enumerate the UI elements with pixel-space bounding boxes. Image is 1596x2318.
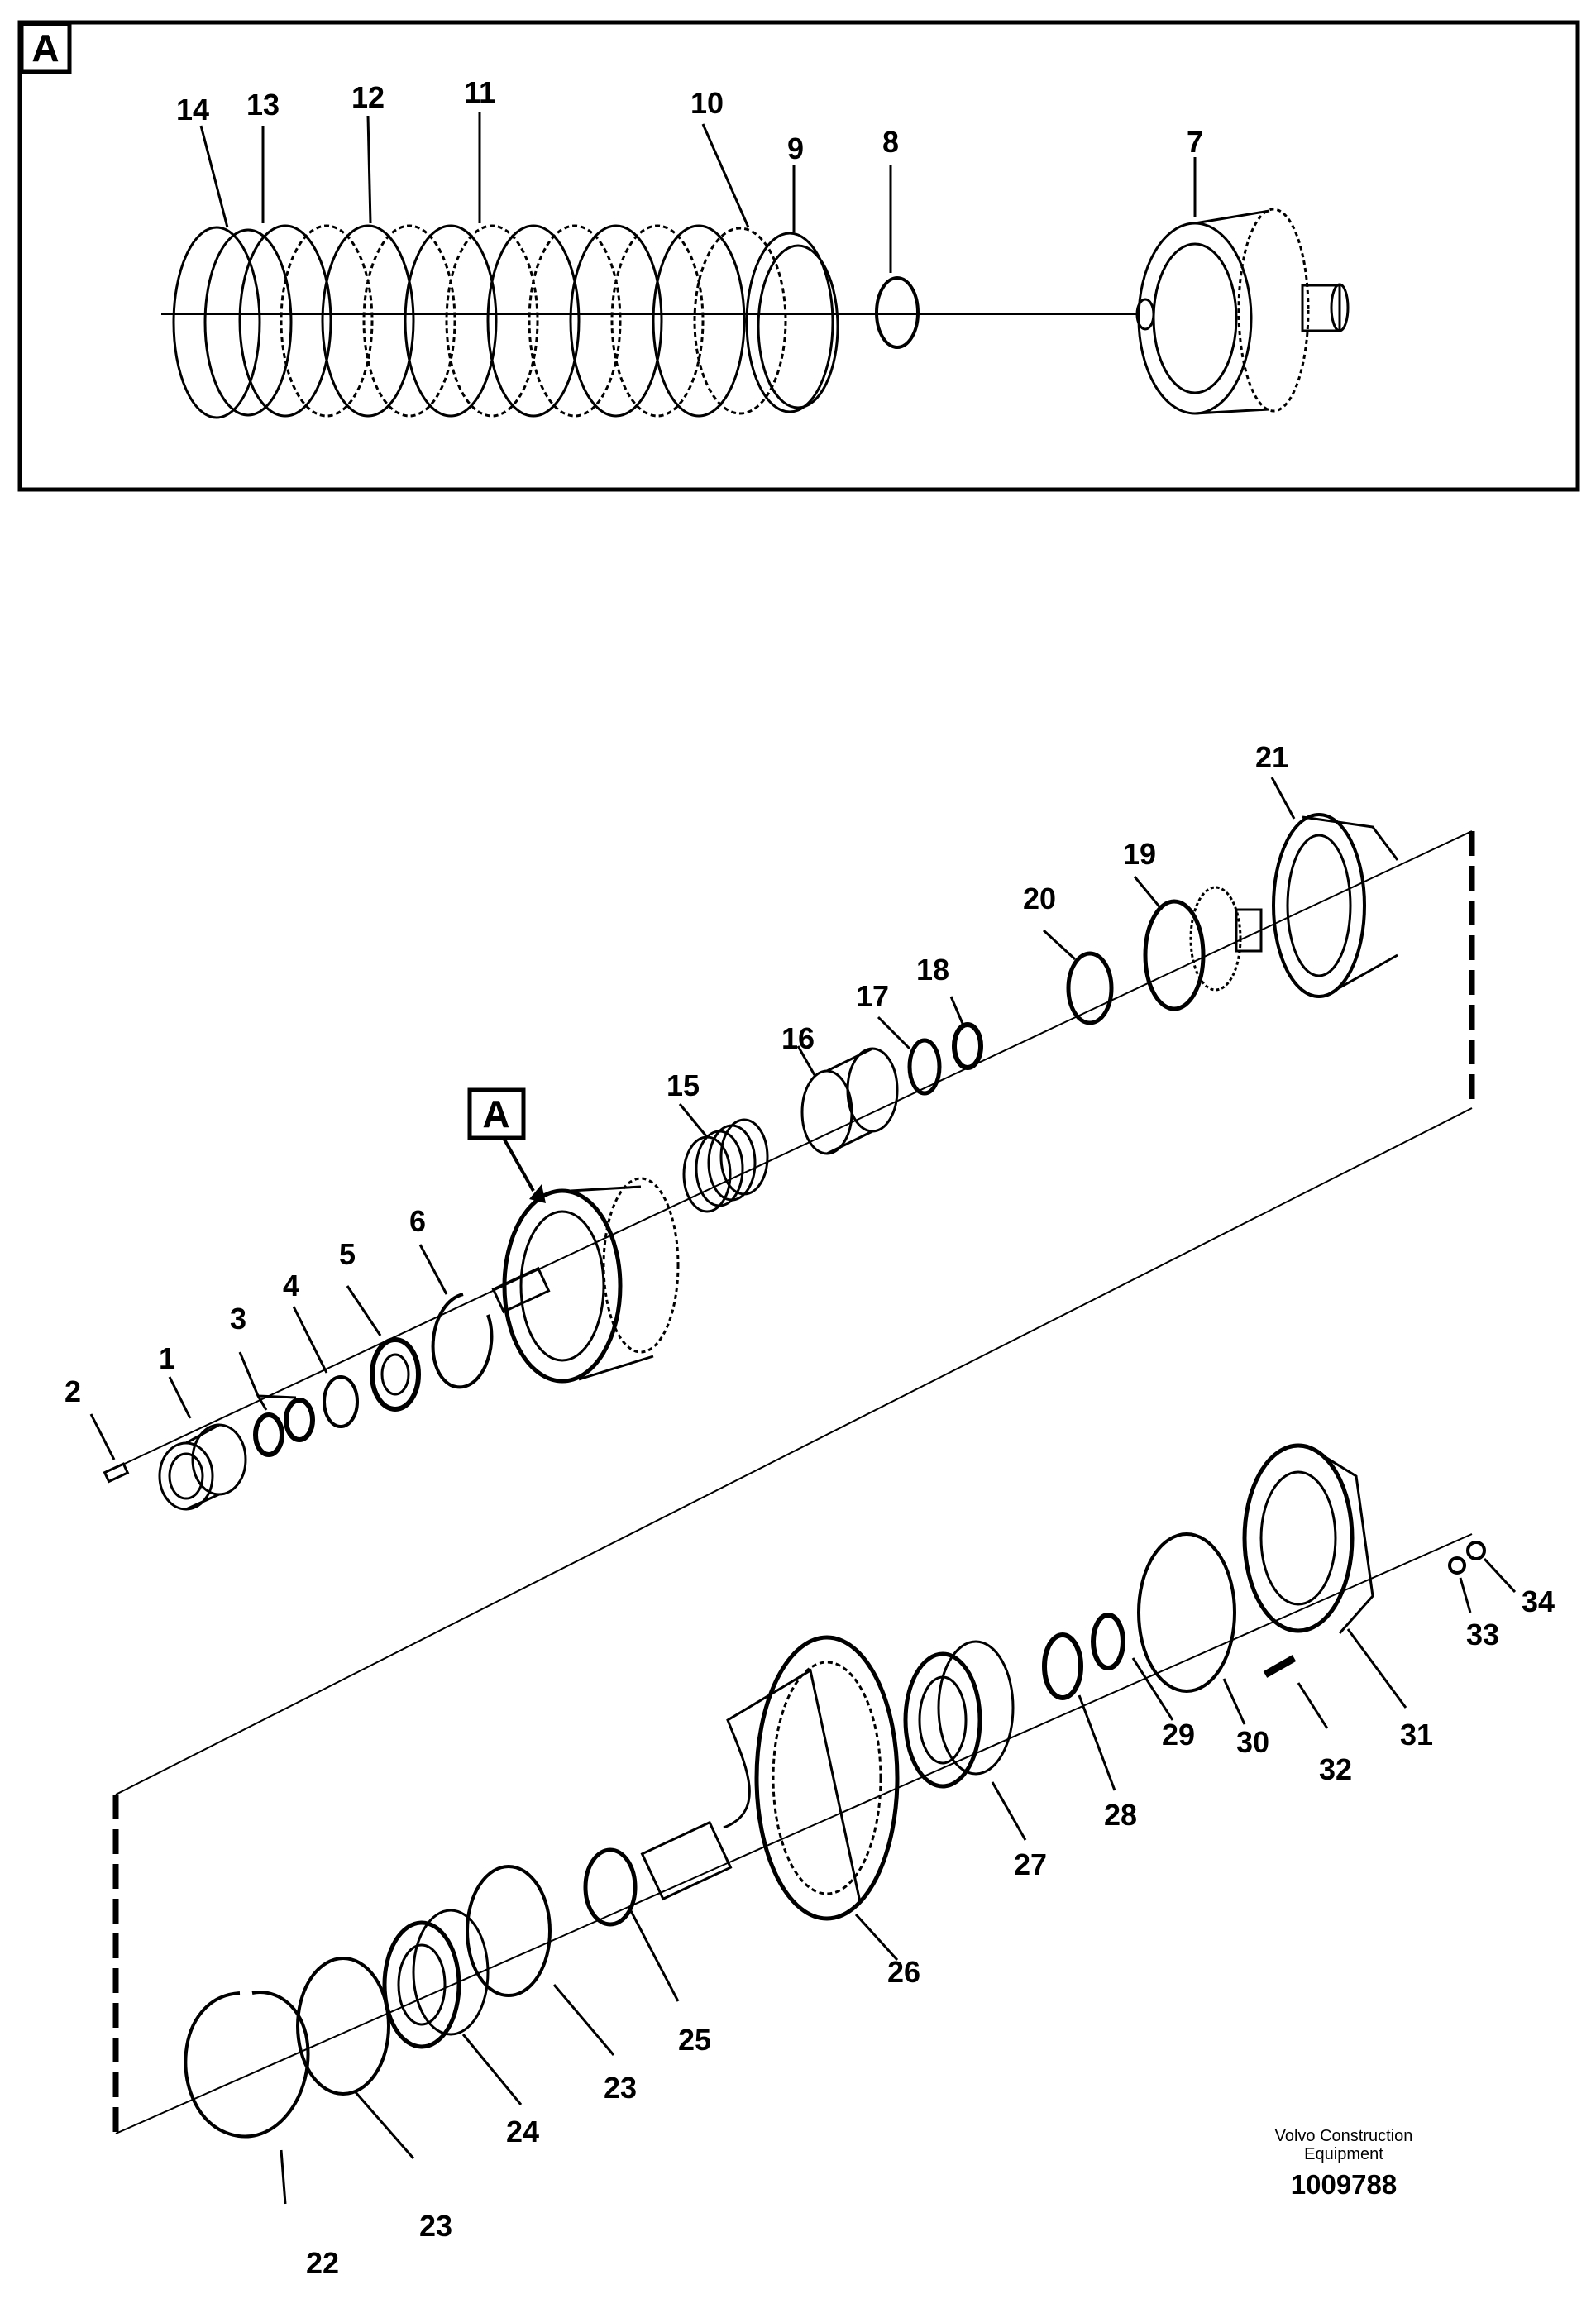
detail-a-label: A — [31, 26, 60, 69]
part-number-26: 26 — [886, 1955, 921, 1989]
sleeve-16 — [800, 1047, 899, 1155]
pin-2 — [103, 1462, 130, 1484]
part-number-8: 8 — [882, 125, 900, 159]
clutch-drum-7 — [1135, 208, 1350, 415]
part-number-19: 19 — [1122, 837, 1157, 871]
clutch-disc-pack — [172, 224, 839, 419]
part-number-32: 32 — [1318, 1752, 1353, 1786]
ring-25 — [583, 1847, 638, 1927]
ring-23b — [466, 1865, 552, 1997]
part-number-27: 27 — [1013, 1847, 1048, 1881]
part-number-1: 1 — [158, 1341, 176, 1375]
main-axis-lower — [115, 1533, 1473, 2134]
part-number-2: 2 — [64, 1374, 82, 1408]
snap-ring-22 — [184, 1991, 310, 2139]
ring-29 — [1091, 1613, 1125, 1670]
part-number-7: 7 — [1186, 125, 1204, 159]
connector-diagonal — [115, 1107, 1473, 1795]
part-number-5: 5 — [338, 1237, 356, 1271]
part-number-28: 28 — [1103, 1798, 1138, 1832]
part-number-25: 25 — [677, 2023, 712, 2057]
part-number-11: 11 — [463, 75, 496, 109]
part-number-14: 14 — [175, 93, 210, 127]
part-number-16: 16 — [781, 1021, 815, 1055]
leader-lines — [89, 112, 1517, 2205]
callout-a-label: A — [482, 1092, 510, 1135]
part-number-9: 9 — [786, 131, 805, 165]
brand-line2: Equipment — [1304, 2145, 1383, 2163]
bearing-24 — [382, 1909, 490, 2049]
part-number-15: 15 — [666, 1068, 700, 1102]
part-number-17: 17 — [855, 979, 890, 1013]
nut-33 — [1448, 1556, 1466, 1575]
ring-28 — [1042, 1632, 1083, 1700]
rings-3a — [253, 1412, 284, 1457]
drawing-number: 1009788 — [1290, 2169, 1398, 2200]
part-number-31: 31 — [1399, 1718, 1434, 1752]
snap-ring-6 — [431, 1293, 494, 1389]
part-number-4: 4 — [282, 1269, 300, 1302]
part-number-22: 22 — [305, 2246, 340, 2280]
clutch-assembly — [491, 1177, 680, 1384]
part-number-18: 18 — [915, 953, 950, 987]
bearing-27 — [903, 1640, 1015, 1789]
ring-8 — [875, 276, 920, 349]
callout-a-arrow — [503, 1139, 535, 1192]
bearing-5 — [370, 1337, 421, 1412]
gear-19 — [1143, 886, 1263, 1011]
washer-20 — [1066, 951, 1114, 1025]
rings-3b — [284, 1398, 315, 1442]
pin-32 — [1263, 1655, 1297, 1678]
part-number-20: 20 — [1022, 882, 1057, 915]
part-number-3: 3 — [229, 1302, 247, 1336]
spring-15 — [682, 1118, 769, 1213]
part-number-21: 21 — [1254, 740, 1289, 774]
part-number-33: 33 — [1465, 1618, 1500, 1651]
ring-23a — [296, 1957, 390, 2096]
bearing-1 — [158, 1423, 247, 1511]
part-number-6: 6 — [409, 1204, 427, 1238]
needle-bearing-18 — [952, 1022, 983, 1070]
detail-a-frame — [17, 20, 1580, 492]
callout-a-arrowhead — [529, 1184, 546, 1203]
part-number-34: 34 — [1521, 1584, 1555, 1618]
brand-line1: Volvo Construction — [1274, 2127, 1413, 2145]
washer-34 — [1466, 1541, 1486, 1560]
seal-30 — [1137, 1532, 1236, 1693]
part-number-12: 12 — [351, 80, 385, 114]
ring-4 — [323, 1375, 359, 1428]
part-number-23-right: 23 — [603, 2071, 638, 2105]
part-number-29: 29 — [1161, 1718, 1196, 1752]
part-number-23-left: 23 — [418, 2209, 453, 2243]
housing-21 — [1272, 813, 1399, 998]
publisher-caption: Volvo Construction Equipment 1009788 — [1275, 2127, 1413, 2201]
bearing-5-inner — [380, 1353, 410, 1396]
snap-ring-17 — [907, 1038, 942, 1096]
part-number-13: 13 — [246, 88, 280, 122]
gear-shaft-26 — [640, 1635, 900, 1921]
detail-a-tag — [19, 22, 72, 74]
cover-31 — [1242, 1443, 1374, 1634]
callout-a-box — [467, 1087, 526, 1140]
part-number-24: 24 — [505, 2115, 540, 2148]
part-number-30: 30 — [1235, 1725, 1270, 1759]
part-number-10: 10 — [690, 86, 724, 120]
main-axis-upper — [115, 830, 1473, 1469]
